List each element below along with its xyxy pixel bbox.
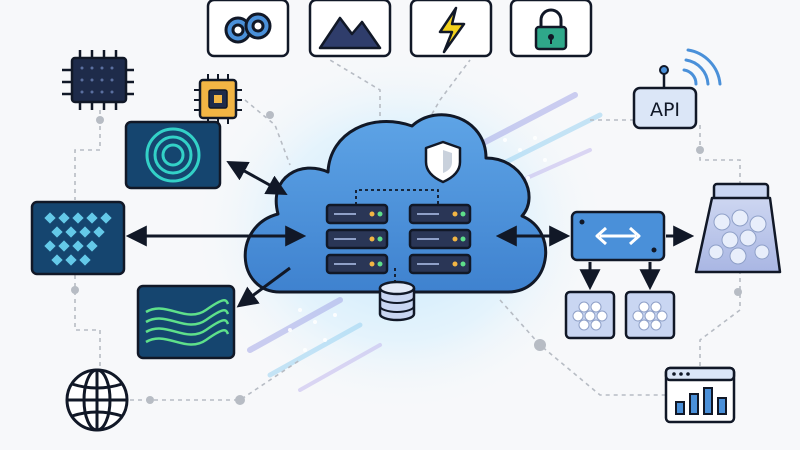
api-antenna-icon[interactable]: API bbox=[632, 48, 722, 130]
top-tile-link[interactable] bbox=[206, 0, 290, 58]
database-icon bbox=[378, 280, 416, 322]
lock-icon bbox=[534, 8, 568, 51]
light-streaks bbox=[247, 92, 603, 392]
server-rack-icon bbox=[325, 203, 389, 275]
link-icon bbox=[224, 12, 272, 44]
server-link-lines bbox=[355, 189, 439, 282]
server-rack-icon bbox=[408, 203, 472, 275]
flow-arrows bbox=[125, 160, 695, 308]
concentric-rings-panel[interactable] bbox=[124, 120, 222, 190]
shield-icon bbox=[424, 140, 462, 184]
globe-icon bbox=[65, 368, 129, 432]
small-gold-chip-icon bbox=[194, 74, 242, 124]
api-label: API bbox=[650, 99, 680, 121]
hex-node-icon[interactable] bbox=[624, 290, 676, 340]
cloud-shape bbox=[243, 113, 548, 294]
storage-bin-icon[interactable] bbox=[694, 182, 782, 274]
mountain-icon bbox=[318, 16, 382, 50]
lightning-icon bbox=[438, 6, 466, 54]
concentric-rings-icon bbox=[145, 127, 201, 183]
analytics-window-icon[interactable] bbox=[664, 366, 736, 424]
top-tile-mountain[interactable] bbox=[308, 0, 392, 58]
wave-lines-panel[interactable] bbox=[136, 284, 236, 360]
top-tile-lock[interactable] bbox=[509, 0, 593, 58]
diamond-grid-panel[interactable] bbox=[30, 200, 126, 276]
hex-node-icon[interactable] bbox=[564, 290, 616, 340]
top-tile-lightning[interactable] bbox=[409, 0, 493, 58]
arrow-rings-panel-cloud bbox=[226, 160, 288, 196]
dashed-connectors bbox=[74, 59, 741, 401]
cpu-chip-icon bbox=[62, 50, 134, 110]
wave-lines-icon bbox=[145, 299, 230, 346]
load-balancer-icon[interactable] bbox=[570, 210, 666, 262]
arrow-cloud-wave-panel bbox=[236, 266, 291, 308]
connector-nodes bbox=[71, 111, 742, 405]
